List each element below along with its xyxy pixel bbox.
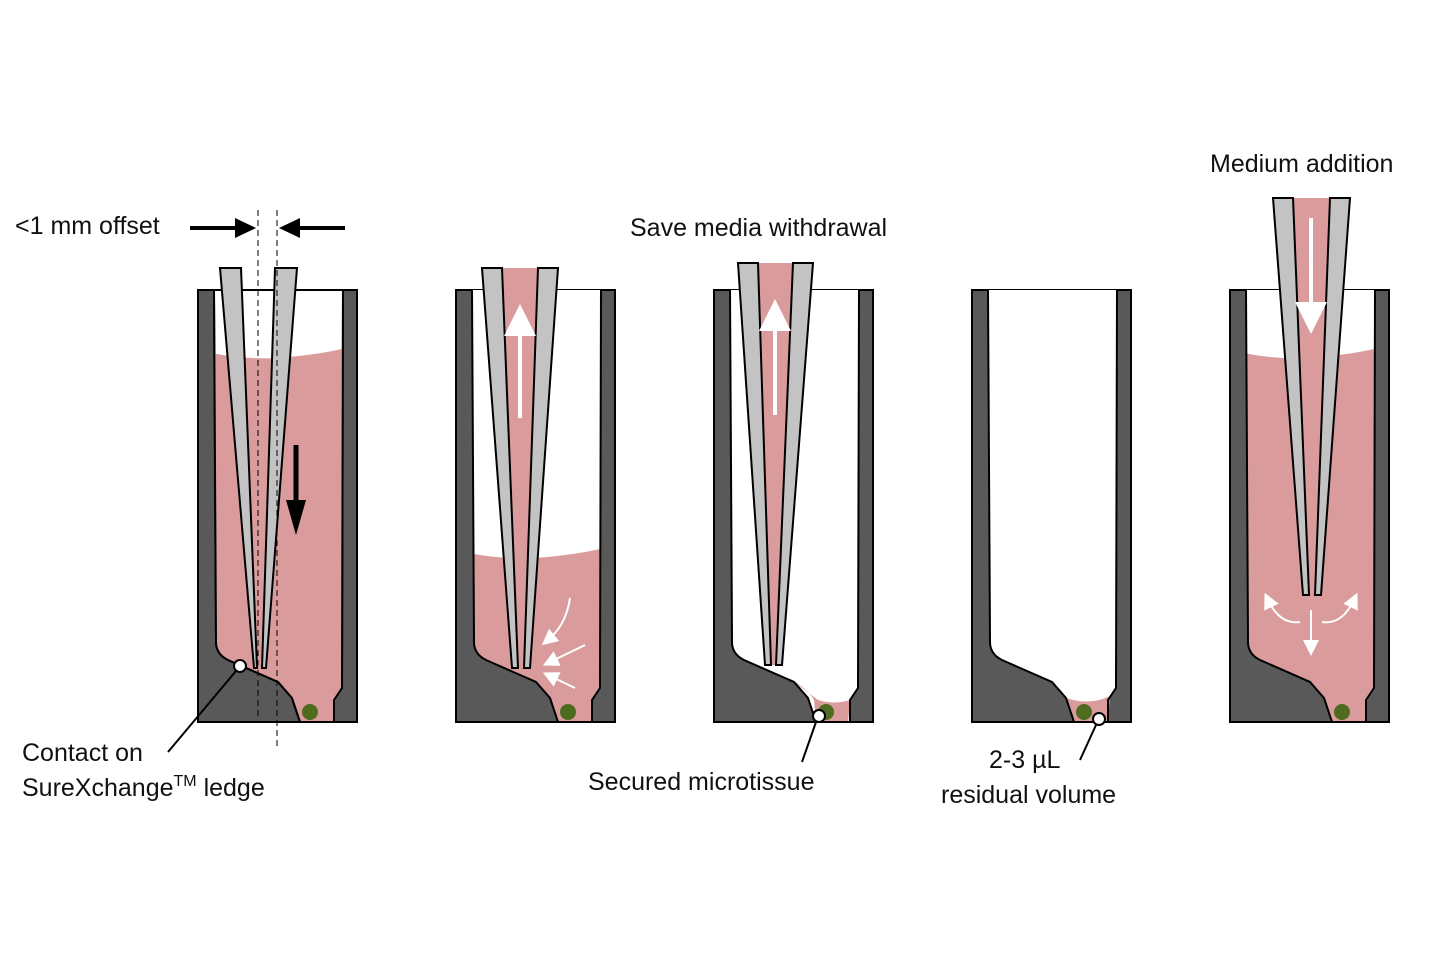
secured-label: Secured microtissue bbox=[588, 768, 814, 796]
microtissue bbox=[560, 704, 576, 720]
microtissue bbox=[302, 704, 318, 720]
tip-2 bbox=[480, 267, 560, 669]
contact-label-line2: SureXchangeTM ledge bbox=[22, 773, 265, 802]
well-4 bbox=[971, 289, 1132, 723]
tip-3 bbox=[736, 262, 815, 666]
residual-label-line2: residual volume bbox=[941, 781, 1116, 809]
offset-label: <1 mm offset bbox=[15, 212, 160, 240]
microtissue bbox=[1334, 704, 1350, 720]
microtissue bbox=[1076, 704, 1092, 720]
tip-1 bbox=[218, 267, 299, 669]
tip-5 bbox=[1271, 197, 1352, 596]
contact-point bbox=[233, 659, 247, 673]
residual-label-line1: 2-3 µL bbox=[989, 746, 1060, 774]
medium-addition-label: Medium addition bbox=[1210, 150, 1393, 178]
residual-point bbox=[1092, 712, 1106, 726]
contact-label-line1: Contact on bbox=[22, 739, 143, 767]
save-withdrawal-label: Save media withdrawal bbox=[630, 214, 887, 242]
secured-point bbox=[812, 709, 826, 723]
